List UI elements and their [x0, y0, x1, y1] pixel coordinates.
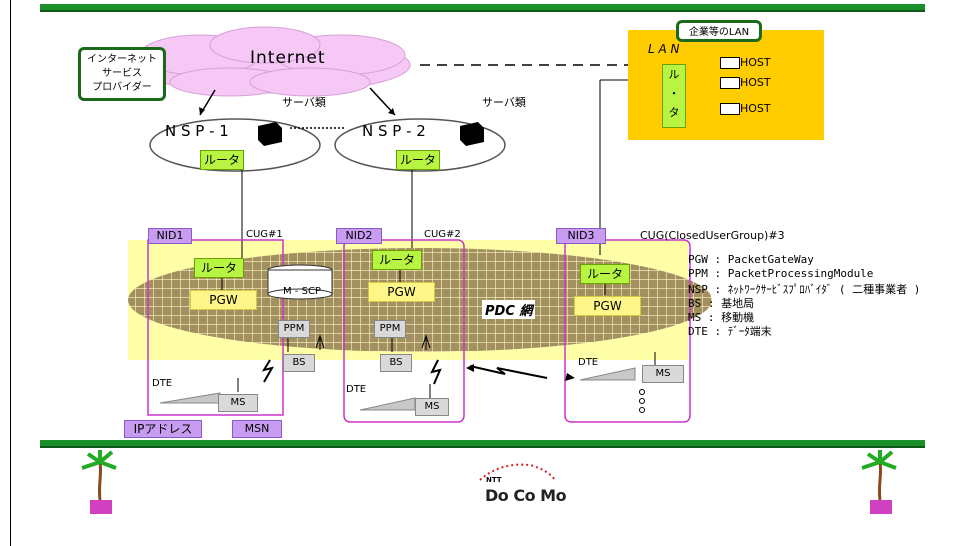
- left-border: [10, 0, 11, 546]
- cug1-router: ルータ: [194, 258, 244, 278]
- corp-lan-title: 企業等のLAN: [676, 20, 762, 42]
- cug2-dte: DTE: [346, 384, 367, 395]
- cug1-pgw: PGW: [190, 290, 257, 310]
- cug1-nid: NID1: [148, 228, 192, 244]
- host-box-3: [720, 103, 740, 115]
- lan-router-char3: タ: [668, 106, 680, 119]
- lan-router-char1: ル: [668, 68, 680, 81]
- lan-router-char2: ・: [668, 87, 680, 100]
- host-box-1: [720, 57, 740, 69]
- nsp1-servers: サーバ類: [282, 96, 326, 109]
- host-box-2: [720, 77, 740, 89]
- host-label-3: HOST: [740, 102, 771, 115]
- cug1-bs: BS: [283, 354, 315, 372]
- legend-ppm: PPM : PacketProcessingModule: [688, 267, 874, 280]
- legend-ms: MS : 移動機: [688, 311, 755, 324]
- palm-tree-right-icon: [861, 450, 897, 514]
- corp-lan-title-text: 企業等のLAN: [688, 27, 750, 38]
- cug1-dte: DTE: [152, 378, 173, 389]
- isp-line2: サービス: [102, 68, 142, 79]
- cug2-pgw: PGW: [368, 282, 435, 302]
- cug1-msn: MSN: [232, 420, 282, 438]
- cug3-router: ルータ: [580, 264, 630, 284]
- cug2-ms: MS: [415, 398, 449, 416]
- legend-dte: DTE : ﾃﾞｰﾀ端末: [688, 325, 772, 338]
- palm-tree-left-icon: [81, 450, 117, 514]
- docomo-logo: Do Co Mo: [485, 486, 567, 505]
- cug1-ppm: PPM: [278, 320, 310, 338]
- internet-label: Internet: [250, 48, 326, 68]
- lan-router: ル ・ タ: [662, 64, 686, 128]
- cug1-mscp: M - SCP: [283, 286, 321, 297]
- cug3-pgw: PGW: [574, 296, 641, 316]
- lan-label: L A N: [648, 42, 680, 56]
- isp-box: インターネット サービス プロバイダー: [78, 47, 166, 101]
- nsp2-servers: サーバ類: [482, 96, 526, 109]
- nsp1-router: ルータ: [200, 150, 244, 170]
- nsp2-router: ルータ: [396, 150, 440, 170]
- cug1-label: CUG#1: [246, 229, 283, 240]
- cug2-bs: BS: [380, 354, 412, 372]
- pdc-label: PDC 網: [482, 300, 536, 319]
- bottom-bar: [40, 440, 925, 448]
- legend-pgw: PGW : PacketGateWay: [688, 253, 814, 266]
- cug3-label: CUG(ClosedUserGroup)#3: [640, 229, 785, 242]
- cug2-label: CUG#2: [424, 229, 461, 240]
- isp-line1: インターネット: [87, 54, 157, 65]
- host-label-1: HOST: [740, 56, 771, 69]
- isp-line3: プロバイダー: [92, 82, 152, 93]
- legend-bs: BS : 基地局: [688, 297, 755, 310]
- cug1-ms: MS: [218, 394, 258, 412]
- top-bar: [40, 4, 925, 12]
- cug3-ms: MS: [642, 365, 684, 383]
- nsp2-label: N S P - 2: [362, 122, 426, 140]
- cug2-router: ルータ: [372, 250, 422, 270]
- cug3-nid: NID3: [556, 228, 606, 244]
- logo-ntt: NTT: [486, 476, 502, 484]
- cug1-ip: IPアドレス: [124, 420, 202, 438]
- nsp1-label: N S P - 1: [165, 122, 229, 140]
- cug3-dte: DTE: [578, 357, 599, 368]
- cug2-ppm: PPM: [374, 320, 406, 338]
- legend-nsp: NSP : ﾈｯﾄﾜｰｸｻｰﾋﾞｽﾌﾟﾛﾊﾞｲﾀﾞ ( 二種事業者 ): [688, 283, 921, 296]
- cug2-nid: NID2: [336, 228, 382, 244]
- host-label-2: HOST: [740, 76, 771, 89]
